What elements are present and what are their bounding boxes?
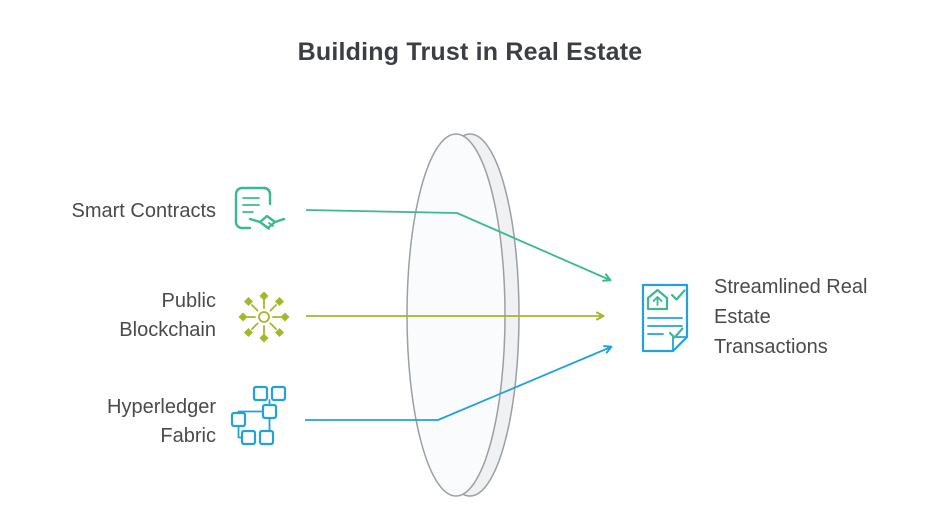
lens-front-ellipse — [406, 133, 506, 497]
label-public-blockchain: Public Blockchain — [119, 290, 216, 341]
lens-shape — [406, 133, 520, 497]
document-outline — [641, 283, 689, 353]
house-and-checks — [646, 288, 686, 339]
label-hyperledger-fabric: Hyperledger Fabric — [107, 396, 216, 447]
network-shape — [246, 299, 282, 335]
scroll-handshake-shape — [234, 186, 286, 230]
label-streamlined-transactions: Streamlined Real Estate Transactions — [714, 276, 868, 358]
connector-smart-contracts — [305, 209, 612, 282]
page-title: Building Trust in Real Estate — [297, 38, 643, 66]
document-check-icon — [641, 283, 689, 353]
label-smart-contracts: Smart Contracts — [71, 200, 216, 222]
network-nodes — [238, 291, 290, 343]
public-blockchain-icon — [238, 291, 290, 343]
hyperledger-fabric-icon — [230, 385, 287, 446]
connector-hyperledger-fabric — [305, 345, 613, 421]
smart-contract-icon — [234, 186, 286, 230]
blocks-shape — [230, 385, 287, 446]
